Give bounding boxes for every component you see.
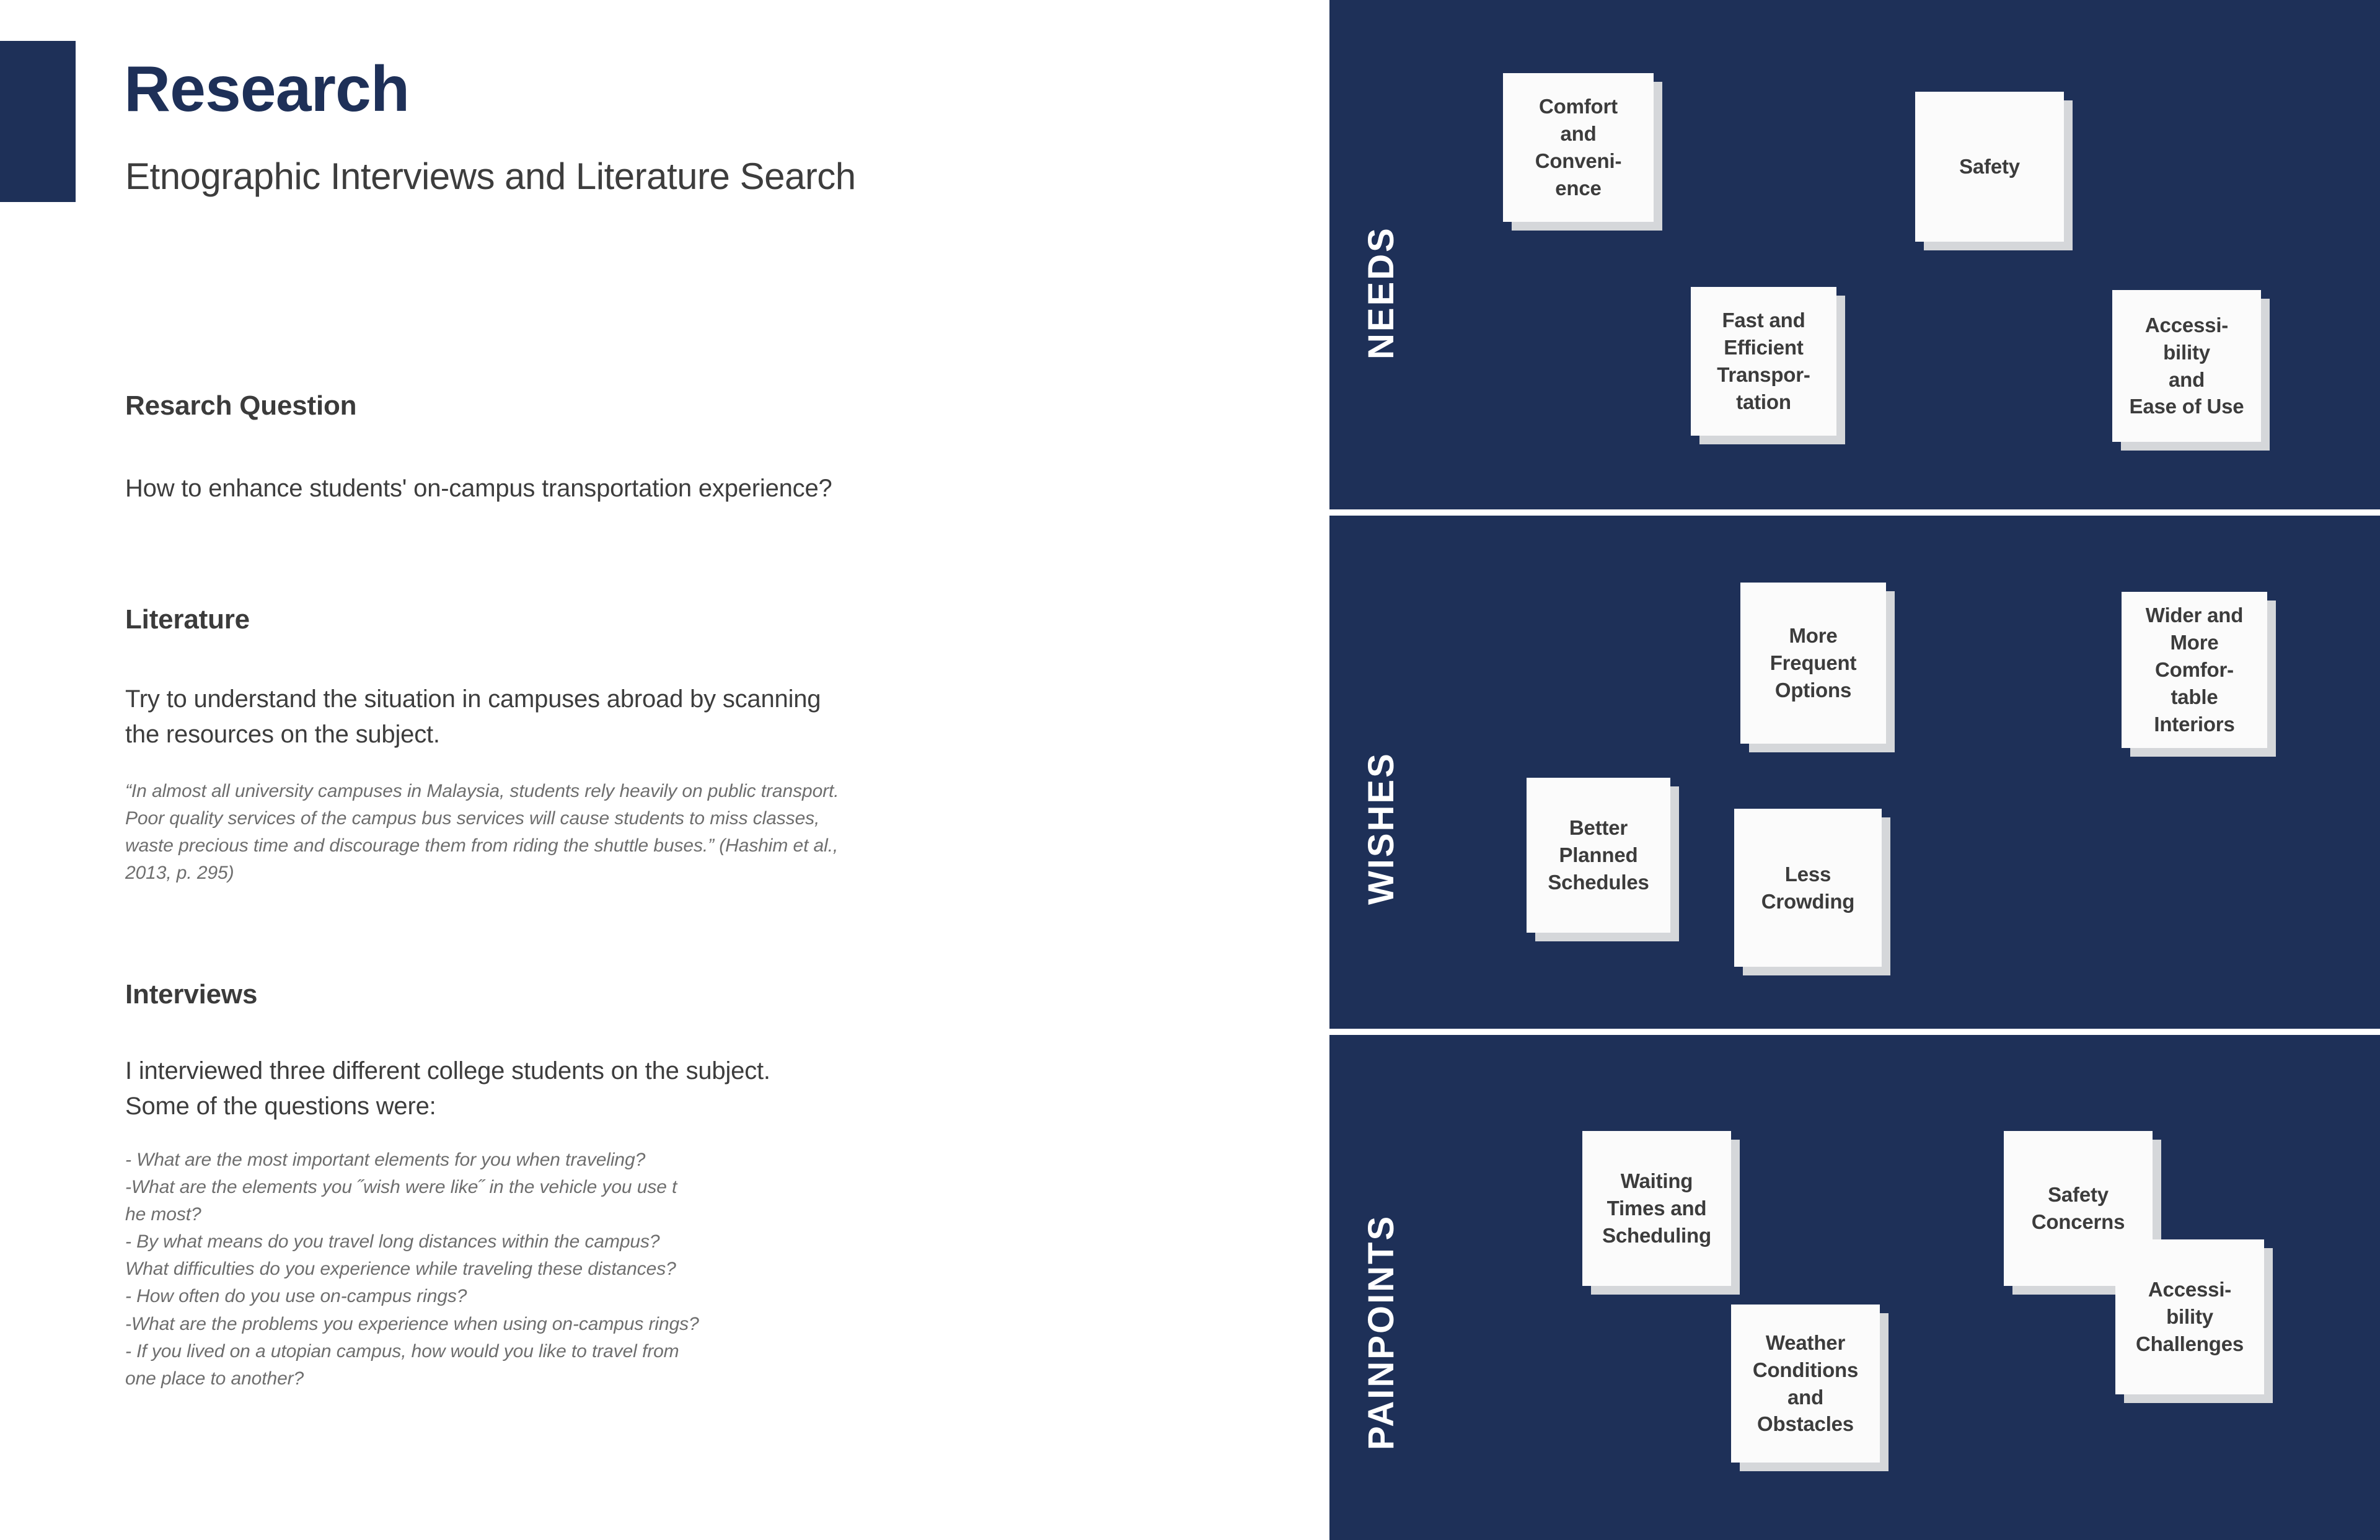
sticky-note-label: Safety [1959,155,2020,178]
affinity-board-pane: NEEDS Comfort and Conveni- ence Safety F… [1329,0,2380,1540]
sticky-note-label: Safety Concerns [2031,1183,2125,1233]
band-label-needs: NEEDS [1361,226,1401,359]
research-question-text: How to enhance students' on-campus trans… [125,475,832,502]
sticky-note-wider-and-more-comfortable-interiors[interactable]: Wider and More Comfor- table Interiors [2122,592,2267,748]
left-content-pane: Research Etnographic Interviews and Lite… [0,41,857,1389]
sticky-note-fast-and-efficient-transportation[interactable]: Fast and Efficient Transpor- tation [1691,287,1836,436]
sticky-note-label: Better Planned Schedules [1548,816,1649,894]
literature-heading: Literature [125,604,250,635]
sticky-note-label: Comfort and Conveni- ence [1535,95,1622,200]
sticky-note-more-frequent-options[interactable]: More Frequent Options [1740,583,1886,744]
literature-intro-text: Try to understand the situation in campu… [125,685,821,748]
sticky-note-label: Wider and More Comfor- table Interiors [2145,604,2244,736]
sticky-note-less-crowding[interactable]: Less Crowding [1734,809,1882,967]
sticky-note-weather-conditions-and-obstacles[interactable]: Weather Conditions and Obstacles [1731,1305,1880,1463]
sticky-note-better-planned-schedules[interactable]: Better Planned Schedules [1527,778,1670,933]
sticky-note-label: Waiting Times and Scheduling [1602,1169,1711,1247]
page-title: Research [124,53,410,125]
sticky-note-accessibility-and-ease-of-use[interactable]: Accessi- bility and Ease of Use [2112,290,2261,442]
interviews-intro-text: I interviewed three different college st… [125,1057,770,1120]
sticky-note-safety[interactable]: Safety [1915,92,2064,242]
sticky-note-waiting-times-and-scheduling[interactable]: Waiting Times and Scheduling [1582,1131,1731,1286]
page-subtitle: Etnographic Interviews and Literature Se… [125,156,856,197]
research-question-heading: Resarch Question [125,390,357,421]
sticky-note-label: Weather Conditions and Obstacles [1752,1331,1859,1436]
literature-quote: “In almost all university campuses in Ma… [125,781,839,884]
band-label-painpoints: PAINPOINTS [1361,1214,1401,1450]
sticky-note-label: Less Crowding [1761,862,1855,913]
band-label-wishes: WISHES [1361,752,1401,905]
sticky-note-label: Accessi- bility and Ease of Use [2129,313,2244,418]
sticky-note-label: Fast and Efficient Transpor- tation [1717,309,1810,413]
title-accent-bar [0,41,76,202]
interview-questions-list: - What are the most important elements f… [125,1150,699,1389]
sticky-note-comfort-and-convenience[interactable]: Comfort and Conveni- ence [1503,73,1654,222]
sticky-note-label: More Frequent Options [1770,624,1857,702]
interviews-heading: Interviews [125,979,258,1010]
sticky-note-label: Accessi- bility Challenges [2135,1278,2244,1355]
sticky-note-accessibility-challenges[interactable]: Accessi- bility Challenges [2115,1239,2264,1394]
